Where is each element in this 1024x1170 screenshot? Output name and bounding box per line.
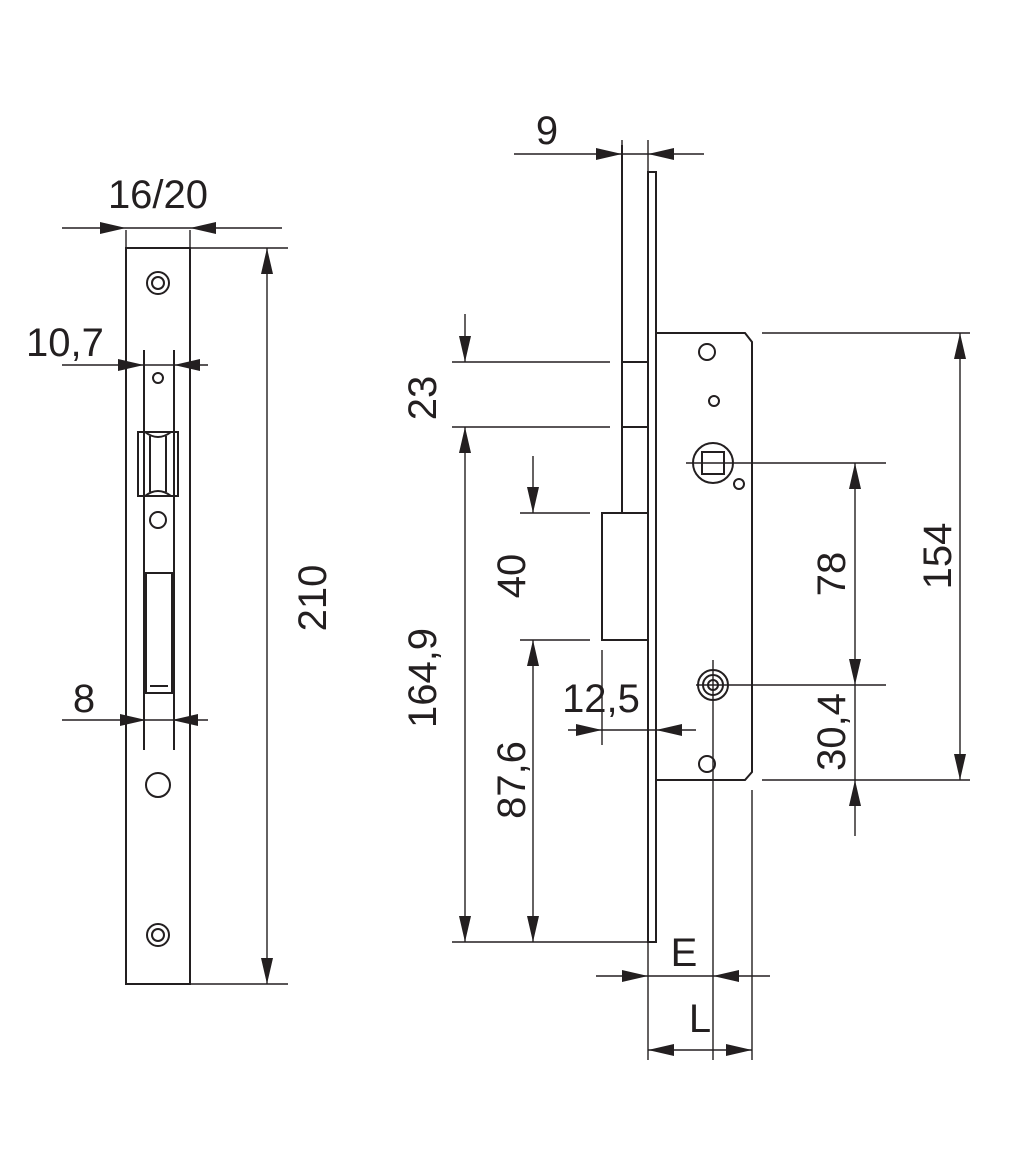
faceplate-thickness-label: 9 <box>536 109 558 153</box>
body-height-label: 154 <box>916 523 960 590</box>
bolt-projection-label: 12,5 <box>562 677 640 721</box>
dimension-front-total-height: 210 <box>190 247 335 985</box>
dimension-bolt-to-bottom: 87,6 <box>490 640 539 942</box>
dimension-latch-height: 23 <box>401 314 610 453</box>
length-label: L <box>689 997 711 1041</box>
dimension-body-height: 154 <box>762 332 970 781</box>
faceplate-front-view <box>125 247 191 985</box>
bolt-offset-label: 8 <box>73 677 95 721</box>
dimension-latch-offset: 10,7 <box>26 321 208 371</box>
dimension-bolt-height: 40 <box>490 456 590 666</box>
dimension-cylinder-to-body-bottom: 30,4 <box>810 685 861 836</box>
bolt-height-label: 40 <box>490 554 534 599</box>
front-width-label: 16/20 <box>108 173 208 217</box>
cylinder-to-body-bottom-label: 30,4 <box>810 693 854 771</box>
dimension-backset: E <box>596 931 770 1060</box>
dimension-front-width: 16/20 <box>62 173 282 268</box>
dimension-faceplate-thickness: 9 <box>514 109 704 172</box>
dimension-bolt-offset: 8 <box>62 677 208 726</box>
latch-to-bottom-label: 164,9 <box>401 628 445 728</box>
latch-offset-label: 10,7 <box>26 321 104 365</box>
bolt-to-bottom-label: 87,6 <box>490 741 534 819</box>
dimension-handle-to-cylinder: 78 <box>686 462 886 686</box>
backset-label: E <box>671 931 698 975</box>
front-total-height-label: 210 <box>291 565 335 632</box>
dimension-length: L <box>648 997 752 1056</box>
handle-to-cylinder-label: 78 <box>810 552 854 597</box>
dimension-latch-to-bottom: 164,9 <box>401 427 648 943</box>
lock-side-view <box>601 145 753 1060</box>
latch-height-label: 23 <box>401 376 445 421</box>
dimension-bolt-projection: 12,5 <box>562 650 696 745</box>
